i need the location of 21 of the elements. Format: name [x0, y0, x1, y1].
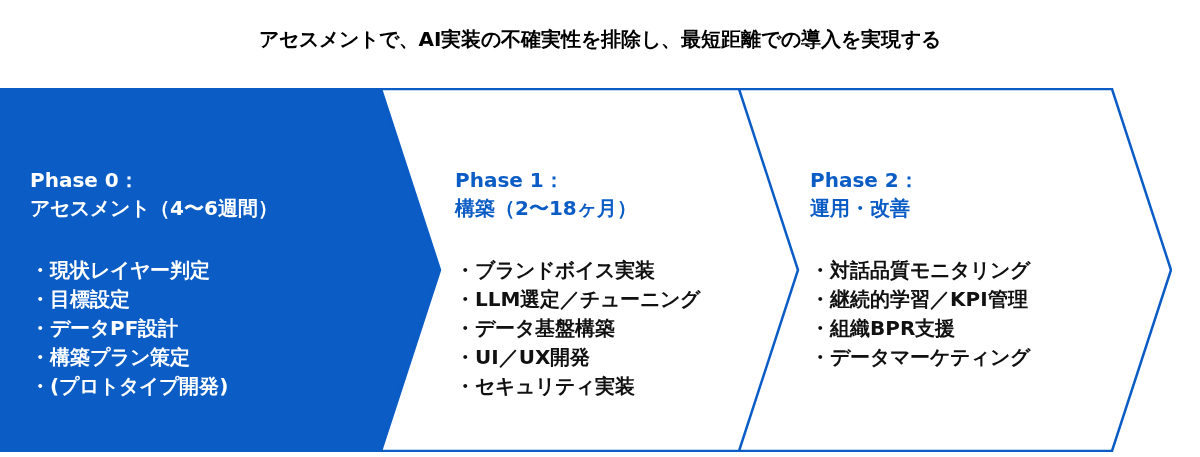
bullet-item: ・データ基盤構築: [455, 315, 615, 342]
bullet-item: ・LLM選定／チューニング: [455, 286, 701, 313]
phase-title: 構築（2〜18ヶ月）: [455, 195, 637, 222]
bullet-item: ・継続的学習／KPI管理: [810, 286, 1028, 313]
bullet-item: ・対話品質モニタリング: [810, 257, 1030, 284]
phase-label: Phase 1：: [455, 167, 564, 194]
bullet-item: ・データPF設計: [30, 315, 179, 342]
phase-label: Phase 0：: [30, 167, 139, 194]
phase-title: 運用・改善: [810, 195, 910, 222]
bullet-item: ・UI／UX開発: [455, 344, 591, 371]
phase-title: アセスメント（4〜6週間）: [30, 195, 278, 222]
bullet-item: ・ブランドボイス実装: [455, 257, 655, 284]
bullet-item: ・現状レイヤー判定: [30, 257, 210, 284]
phase-label: Phase 2：: [810, 167, 919, 194]
bullet-item: ・組織BPR支援: [810, 315, 956, 342]
bullet-item: ・セキュリティ実装: [455, 373, 635, 400]
bullet-item: ・(プロトタイプ開発): [30, 373, 229, 400]
bullet-item: ・構築プラン策定: [30, 344, 190, 371]
bullet-item: ・目標設定: [30, 286, 130, 313]
bullet-item: ・データマーケティング: [810, 344, 1030, 371]
diagram-title: アセスメントで、AI実装の不確実性を排除し、最短距離での導入を実現する: [258, 27, 942, 51]
